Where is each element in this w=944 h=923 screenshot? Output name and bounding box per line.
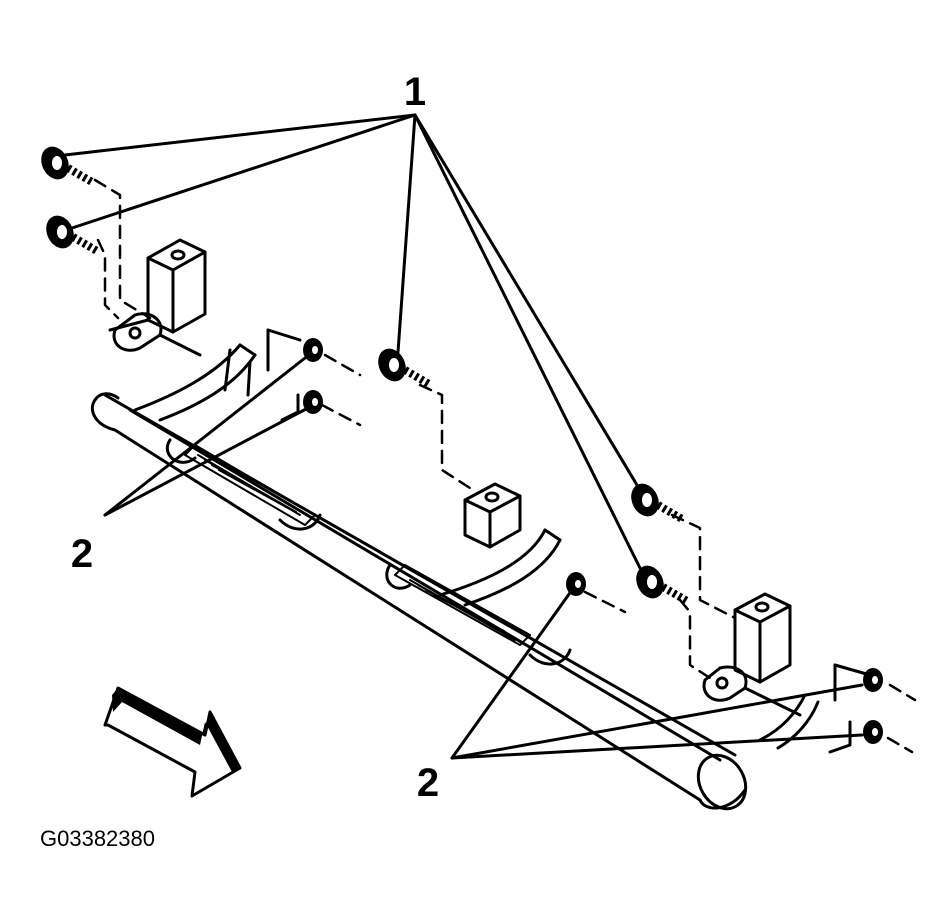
mounting-bracket-left <box>108 238 207 357</box>
bolt-upper-left-1 <box>41 146 95 186</box>
nut-center <box>566 572 586 596</box>
callout-2-label-left: 2 <box>71 532 93 576</box>
callout-1-label: 1 <box>404 70 426 114</box>
callout-2-label-right: 2 <box>417 761 439 805</box>
bolt-right-2 <box>636 565 690 605</box>
figure-id: G03382380 <box>40 826 155 851</box>
step-pad-right <box>385 563 572 666</box>
support-arm-center <box>438 528 562 607</box>
bolt-upper-left-2 <box>46 215 100 255</box>
nut-right-upper <box>863 668 883 692</box>
step-pad-left <box>166 438 322 531</box>
mounting-bracket-right <box>702 592 802 717</box>
nut-right-lower <box>863 720 883 744</box>
leader-lines-callout-2-right <box>450 588 864 760</box>
leader-lines-callout-2-left <box>103 356 310 517</box>
nut-left-lower <box>303 390 323 414</box>
front-direction-arrow-icon <box>103 686 242 798</box>
support-arm-right <box>758 693 820 750</box>
nut-left-upper <box>303 338 323 362</box>
bolt-center <box>378 348 432 388</box>
assist-step-tube <box>90 392 748 811</box>
mounting-bracket-center <box>463 482 522 549</box>
support-arm-left <box>133 343 257 422</box>
bolt-right-1 <box>631 483 685 523</box>
leader-lines-callout-1 <box>63 113 642 570</box>
install-paths <box>93 178 917 754</box>
mounting-plate-right <box>828 663 872 754</box>
